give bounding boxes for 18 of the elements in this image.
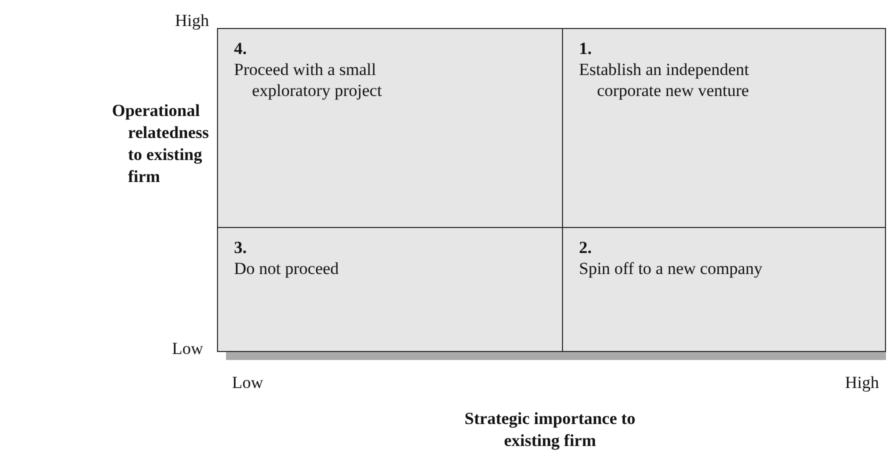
quadrant-text: Spin off to a new company — [579, 258, 764, 279]
matrix-cell — [217, 227, 563, 352]
axis-tick-label: Low — [172, 338, 204, 360]
quadrant-number: 3. — [234, 238, 247, 258]
axis-tick-label: Low — [232, 372, 264, 394]
axis-tick-label: High — [175, 10, 209, 32]
axis-title: Strategic importance to existing firm — [464, 408, 636, 452]
matrix-cell — [562, 28, 886, 228]
quadrant-number: 1. — [579, 39, 592, 59]
quadrant-number: 4. — [234, 39, 247, 59]
quadrant-text: Proceed with a small exploratory project — [234, 59, 383, 101]
axis-tick-label: High — [845, 372, 879, 394]
quadrant-text: Do not proceed — [234, 258, 340, 279]
matrix-cell — [217, 28, 563, 228]
quadrant-number: 2. — [579, 238, 592, 258]
quadrant-text: Establish an independent corporate new venture — [579, 59, 750, 101]
matrix-cell — [562, 227, 886, 352]
axis-title: Operational relatedness to existing firm — [112, 100, 210, 188]
